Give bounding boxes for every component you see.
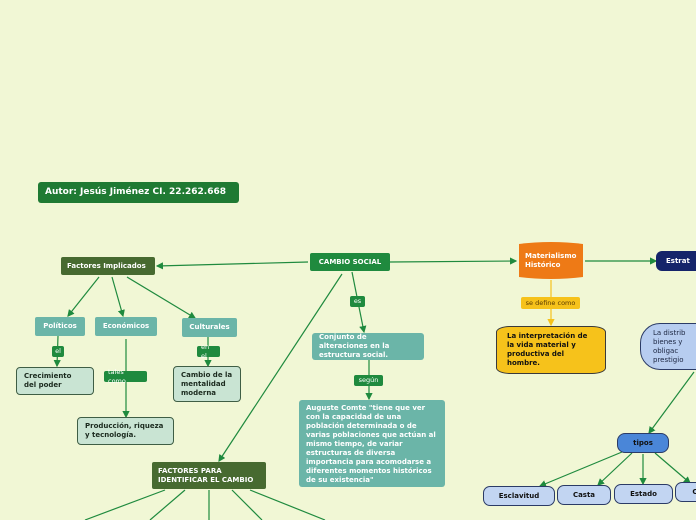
materialismo-node[interactable]: Materialismo Histórico (525, 252, 577, 269)
link-label-tales-como: tales como (104, 368, 147, 385)
comte-quote-node[interactable]: Auguste Comte "tiene que ver con la capa… (299, 400, 445, 487)
link-central-materialismo (389, 257, 518, 265)
politicos-node[interactable]: Políticos (35, 317, 85, 336)
materialismo-definicion-node[interactable]: La interpretación de la vida material y … (496, 326, 606, 374)
link-central-factores (155, 261, 309, 270)
tipos-node[interactable]: tipos (617, 433, 669, 453)
factores-implicados-node[interactable]: Factores Implicados (61, 257, 155, 275)
link-label-es: es (350, 296, 365, 307)
link-label-segun: según (354, 375, 383, 386)
culturales-node[interactable]: Culturales (182, 318, 237, 337)
central-topic-cambio-social[interactable]: CAMBIO SOCIAL (310, 253, 390, 271)
link-distribucion-tipos (648, 371, 695, 434)
distribucion-node[interactable]: La distrib bienes y obligac prestigio (640, 323, 696, 370)
cambio-mentalidad-node[interactable]: Cambio de la mentalidad moderna (173, 366, 241, 402)
link-tipos-casta (597, 452, 633, 486)
link-fi-out5 (249, 489, 326, 520)
link-fi-out4 (231, 489, 263, 520)
estratificacion-node[interactable]: Estrat (656, 251, 696, 271)
link-central-factores-identificar (218, 273, 343, 463)
link-label-el: el (52, 346, 64, 357)
conjunto-alteraciones-node[interactable]: Conjunto de alteraciones en la estructur… (312, 333, 424, 360)
materialismo-shape (519, 242, 583, 279)
link-fi-out2 (149, 489, 186, 520)
tipo-esclavitud-node[interactable]: Esclavitud (483, 486, 555, 506)
author-label: Autor: Jesús Jiménez CI. 22.262.668 (38, 182, 239, 203)
link-factores-economicos (111, 276, 125, 318)
link-tipos-clase (654, 452, 691, 484)
tipo-clase-node[interactable]: C (675, 482, 696, 502)
link-fi-out1 (84, 489, 166, 520)
crecimiento-node[interactable]: Crecimiento del poder (16, 367, 94, 395)
link-label-en-el: en el (197, 343, 220, 360)
tipo-estado-node[interactable]: Estado (614, 484, 673, 504)
economicos-node[interactable]: Económicos (95, 317, 157, 336)
link-tipos-esclavitud (538, 451, 623, 488)
link-label-se-define-como: se define como (521, 297, 580, 309)
tipo-casta-node[interactable]: Casta (557, 485, 611, 505)
link-factores-culturales (126, 276, 197, 319)
link-factores-politicos (67, 276, 100, 317)
produccion-node[interactable]: Producción, riqueza y tecnología. (77, 417, 174, 445)
factores-identificar-node[interactable]: FACTORES PARA IDENTIFICAR EL CAMBIO (152, 462, 266, 489)
